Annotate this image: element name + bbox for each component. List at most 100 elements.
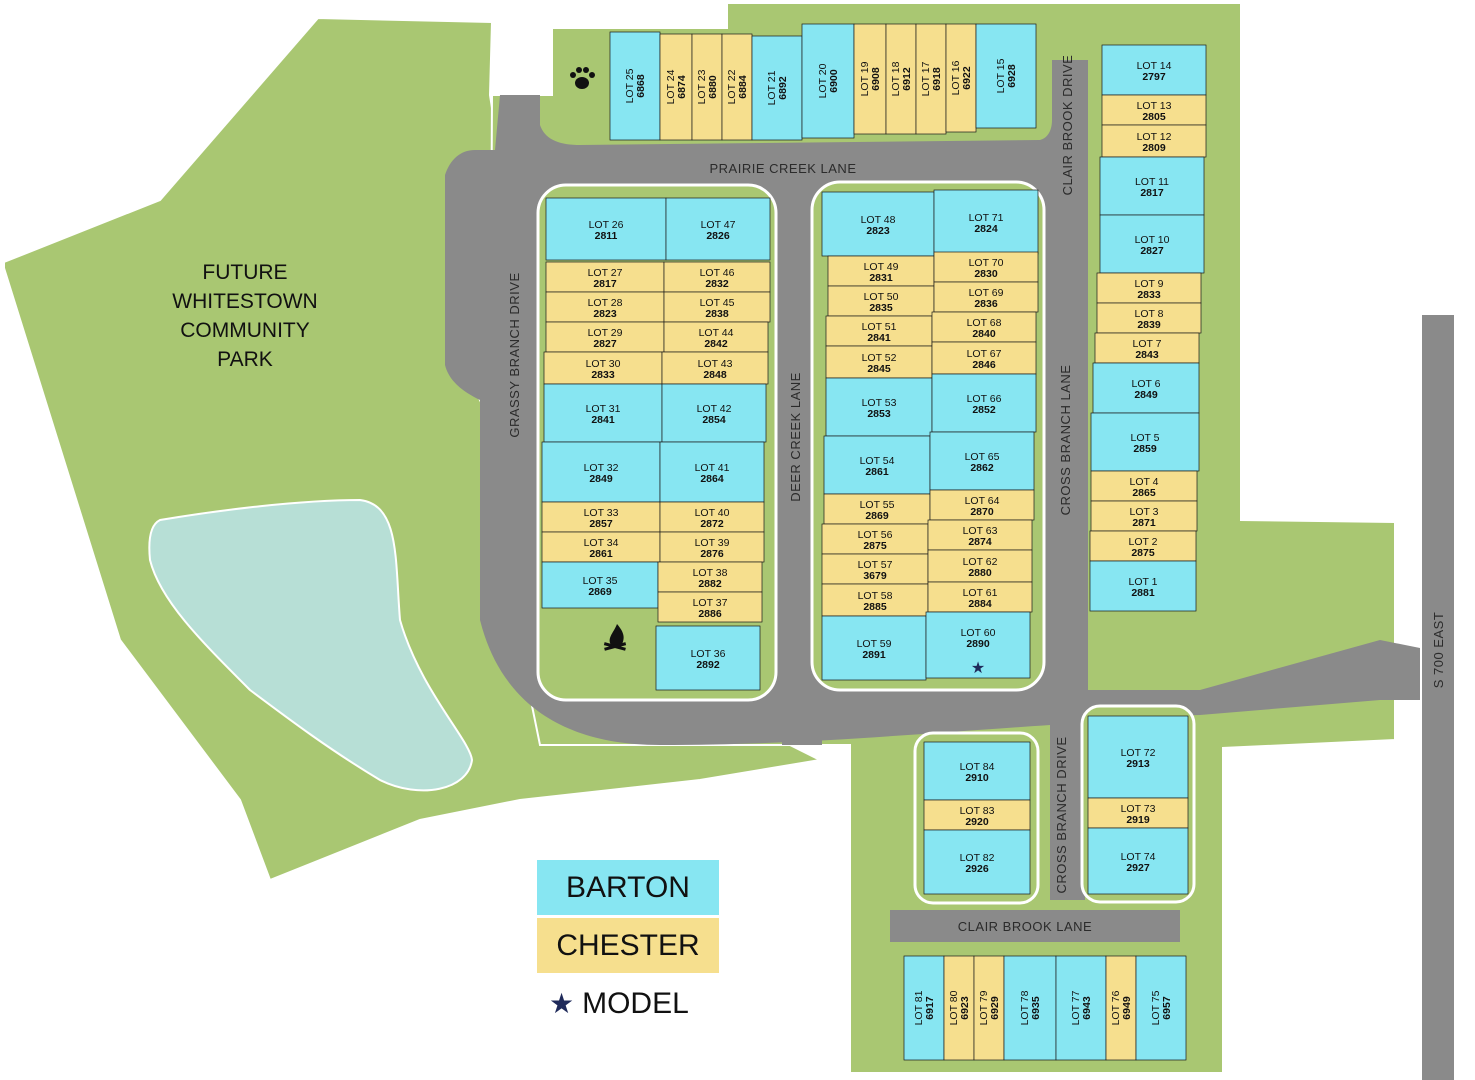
lot-28-parcel[interactable] bbox=[545, 291, 665, 323]
lot-20-parcel[interactable] bbox=[801, 23, 855, 139]
lot-27-parcel[interactable] bbox=[545, 261, 665, 293]
lot-75-parcel[interactable] bbox=[1135, 955, 1187, 1061]
lot-40-parcel[interactable] bbox=[659, 501, 765, 533]
lot-39-parcel[interactable] bbox=[659, 531, 765, 563]
lot-54-parcel[interactable] bbox=[823, 435, 931, 495]
lot-19-parcel[interactable] bbox=[853, 23, 887, 135]
lot-70-parcel[interactable] bbox=[933, 251, 1039, 283]
lot-36-parcel[interactable] bbox=[655, 625, 761, 691]
lot-72-parcel[interactable] bbox=[1087, 715, 1189, 799]
lot-48-parcel[interactable] bbox=[821, 191, 935, 257]
lot-31-parcel[interactable] bbox=[543, 383, 663, 443]
lot-79-parcel[interactable] bbox=[973, 955, 1005, 1061]
lot-51-parcel[interactable] bbox=[825, 315, 933, 347]
lot-80-parcel[interactable] bbox=[943, 955, 975, 1061]
lot-73-parcel[interactable] bbox=[1087, 797, 1189, 829]
lot-78-parcel[interactable] bbox=[1003, 955, 1057, 1061]
lot-24-parcel[interactable] bbox=[659, 33, 693, 141]
lot-50-parcel[interactable] bbox=[827, 285, 935, 317]
lot-8-parcel[interactable] bbox=[1096, 302, 1202, 334]
lot-12-parcel[interactable] bbox=[1101, 124, 1207, 158]
lot-42-parcel[interactable] bbox=[661, 383, 767, 443]
lot-64-parcel[interactable] bbox=[929, 489, 1035, 521]
lot-21-parcel[interactable] bbox=[751, 35, 803, 141]
lot-3-parcel[interactable] bbox=[1090, 500, 1198, 532]
lot-13-parcel[interactable] bbox=[1101, 94, 1207, 126]
lot-33-parcel[interactable] bbox=[541, 501, 661, 533]
lot-2-parcel[interactable] bbox=[1089, 530, 1197, 562]
lot-4-parcel[interactable] bbox=[1090, 470, 1198, 502]
lot-71-parcel[interactable] bbox=[933, 189, 1039, 255]
lot-53-parcel[interactable] bbox=[825, 377, 933, 437]
lot-10-parcel[interactable] bbox=[1099, 214, 1205, 274]
lot-37-parcel[interactable] bbox=[657, 591, 763, 623]
lot-9-parcel[interactable] bbox=[1096, 272, 1202, 304]
lot-16-parcel[interactable] bbox=[945, 23, 977, 133]
lot-30-parcel[interactable] bbox=[543, 351, 663, 385]
lot-38-parcel[interactable] bbox=[657, 561, 763, 593]
lot-11-parcel[interactable] bbox=[1099, 156, 1205, 216]
lot-82-parcel[interactable] bbox=[923, 829, 1031, 895]
lot-7-parcel[interactable] bbox=[1094, 332, 1200, 364]
lot-17-parcel[interactable] bbox=[915, 23, 947, 135]
lot-83-parcel[interactable] bbox=[923, 799, 1031, 831]
lot-63-parcel[interactable] bbox=[927, 519, 1033, 551]
lot-66-parcel[interactable] bbox=[931, 373, 1037, 433]
lot-49-parcel[interactable] bbox=[827, 255, 935, 287]
lot-6-parcel[interactable] bbox=[1092, 362, 1200, 414]
lot-22-parcel[interactable] bbox=[721, 33, 753, 141]
lot-23-parcel[interactable] bbox=[691, 33, 723, 141]
